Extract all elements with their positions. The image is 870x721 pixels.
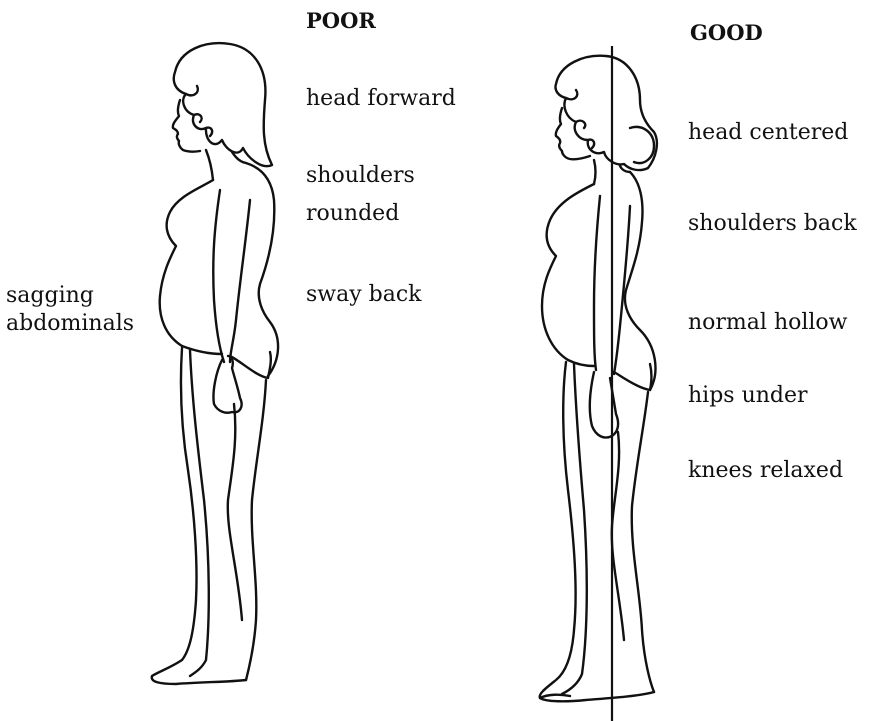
poor-back <box>246 163 278 376</box>
good-label-back: normal hollow <box>688 307 848 339</box>
good-label-hips: hips under <box>688 380 808 412</box>
good-back <box>625 172 656 390</box>
poor-hand <box>213 356 241 413</box>
poor-leg-front <box>152 348 246 684</box>
good-leg-front <box>540 362 654 701</box>
good-label-knees: knees relaxed <box>688 455 843 487</box>
good-arm-back <box>614 206 630 374</box>
good-leg-back <box>632 392 654 692</box>
poor-label-back: sway back <box>306 279 422 311</box>
good-heading: GOOD <box>690 20 763 45</box>
poor-label-abdominals-line2: abdominals <box>6 308 134 340</box>
good-hair <box>555 56 656 170</box>
poor-arm-front <box>213 190 224 362</box>
poor-front <box>160 180 213 346</box>
poor-label-head: head forward <box>306 83 456 115</box>
good-foot-toes <box>540 695 570 698</box>
poor-hair <box>174 43 272 166</box>
poor-posture-figure <box>152 43 278 684</box>
good-face <box>556 108 590 159</box>
good-posture-figure <box>540 56 657 702</box>
poor-neck <box>206 150 213 180</box>
poor-leg-calf <box>228 404 242 620</box>
good-underwear <box>568 360 652 390</box>
good-arm-front <box>594 196 600 370</box>
poor-label-shoulders-line2: rounded <box>306 198 399 230</box>
good-front <box>542 184 594 360</box>
good-label-shoulders: shoulders back <box>688 208 857 240</box>
poor-label-shoulders-line1: shoulders <box>306 160 415 192</box>
poor-neck-back <box>232 152 246 163</box>
poor-heading: POOR <box>306 8 376 33</box>
good-label-head: head centered <box>688 117 848 149</box>
poor-arm-back <box>230 200 250 362</box>
good-neck <box>594 160 596 184</box>
good-leg-calf <box>612 432 624 640</box>
good-hand <box>590 372 618 438</box>
good-leg-inner <box>562 364 587 694</box>
good-hair-bun <box>630 127 654 163</box>
poor-leg-back <box>246 380 266 680</box>
poor-underwear <box>182 346 271 378</box>
